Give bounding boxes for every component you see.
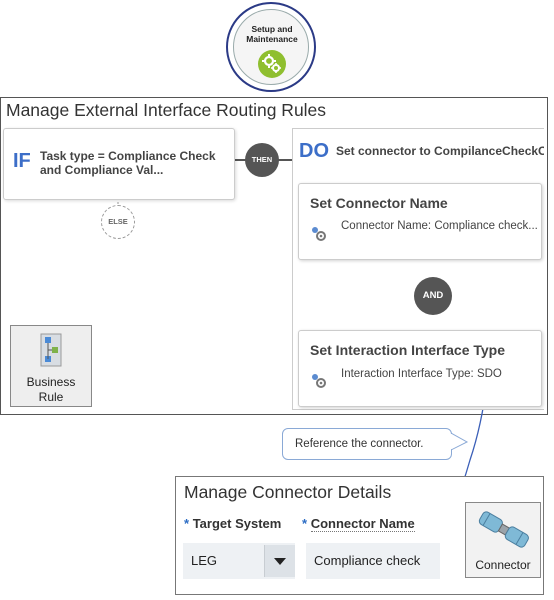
gear-icon bbox=[309, 371, 327, 389]
target-system-value: LEG bbox=[191, 553, 218, 568]
required-indicator: * bbox=[184, 516, 190, 531]
business-rule-label-line2: Rule bbox=[38, 390, 64, 404]
action-title: Set Interaction Interface Type bbox=[310, 342, 506, 358]
do-keyword: DO bbox=[299, 140, 329, 162]
chevron-down-icon bbox=[274, 558, 286, 565]
connector-button-label: Connector bbox=[475, 558, 531, 572]
if-condition-card[interactable] bbox=[3, 128, 235, 200]
if-condition-line2: and Compliance Val... bbox=[40, 163, 164, 177]
callout-pointer bbox=[451, 432, 469, 451]
connector-icon bbox=[470, 507, 536, 551]
panel-title: Manage External Interface Routing Rules bbox=[6, 100, 327, 120]
connector-name-value: Compliance check bbox=[314, 553, 421, 568]
if-keyword: IF bbox=[13, 150, 31, 172]
connector-name-label: * Connector Name bbox=[302, 516, 415, 532]
connector-button[interactable]: Connector bbox=[465, 502, 541, 578]
dropdown-button[interactable] bbox=[264, 545, 295, 577]
target-system-select[interactable]: LEG bbox=[183, 543, 295, 579]
badge-inner: Setup and Maintenance bbox=[233, 9, 309, 85]
reference-callout: Reference the connector. bbox=[282, 428, 452, 460]
connector-panel-title: Manage Connector Details bbox=[184, 482, 392, 502]
if-condition-line1: Task type = Compliance Check bbox=[40, 149, 216, 163]
connector-name-label-text: Connector Name bbox=[310, 516, 415, 532]
badge-title-line1: Setup and bbox=[251, 24, 293, 34]
connector-name-field[interactable]: Compliance check bbox=[306, 543, 440, 579]
badge-title-line2: Maintenance bbox=[246, 34, 298, 44]
if-condition-text: Task type = Compliance Check and Complia… bbox=[40, 149, 230, 177]
gears-icon bbox=[258, 50, 286, 78]
gear-icon bbox=[309, 224, 327, 242]
and-node: AND bbox=[414, 277, 452, 315]
action-detail: Interaction Interface Type: SDO bbox=[341, 368, 502, 380]
action-title: Set Connector Name bbox=[310, 195, 448, 211]
badge-title: Setup and Maintenance bbox=[234, 24, 310, 44]
do-text: Set connector to CompilanceCheckC bbox=[336, 144, 544, 158]
business-rule-button[interactable] bbox=[10, 325, 92, 407]
target-system-label-text: Target System bbox=[192, 516, 282, 531]
business-rule-icon bbox=[33, 332, 69, 368]
action-card-set-interaction-interface-type[interactable]: Set Interaction Interface Type Interacti… bbox=[298, 330, 542, 407]
required-indicator: * bbox=[302, 516, 308, 531]
business-rule-label: Business Rule bbox=[10, 375, 92, 405]
setup-and-maintenance-badge[interactable]: Setup and Maintenance bbox=[226, 2, 316, 92]
action-card-set-connector-name[interactable]: Set Connector Name Connector Name: Compl… bbox=[298, 183, 542, 260]
action-detail: Connector Name: Compliance check... bbox=[341, 220, 538, 232]
else-node[interactable]: ELSE bbox=[101, 205, 135, 239]
target-system-label: * Target System bbox=[184, 516, 281, 531]
then-node: THEN bbox=[245, 143, 279, 177]
business-rule-label-line1: Business bbox=[26, 375, 76, 389]
